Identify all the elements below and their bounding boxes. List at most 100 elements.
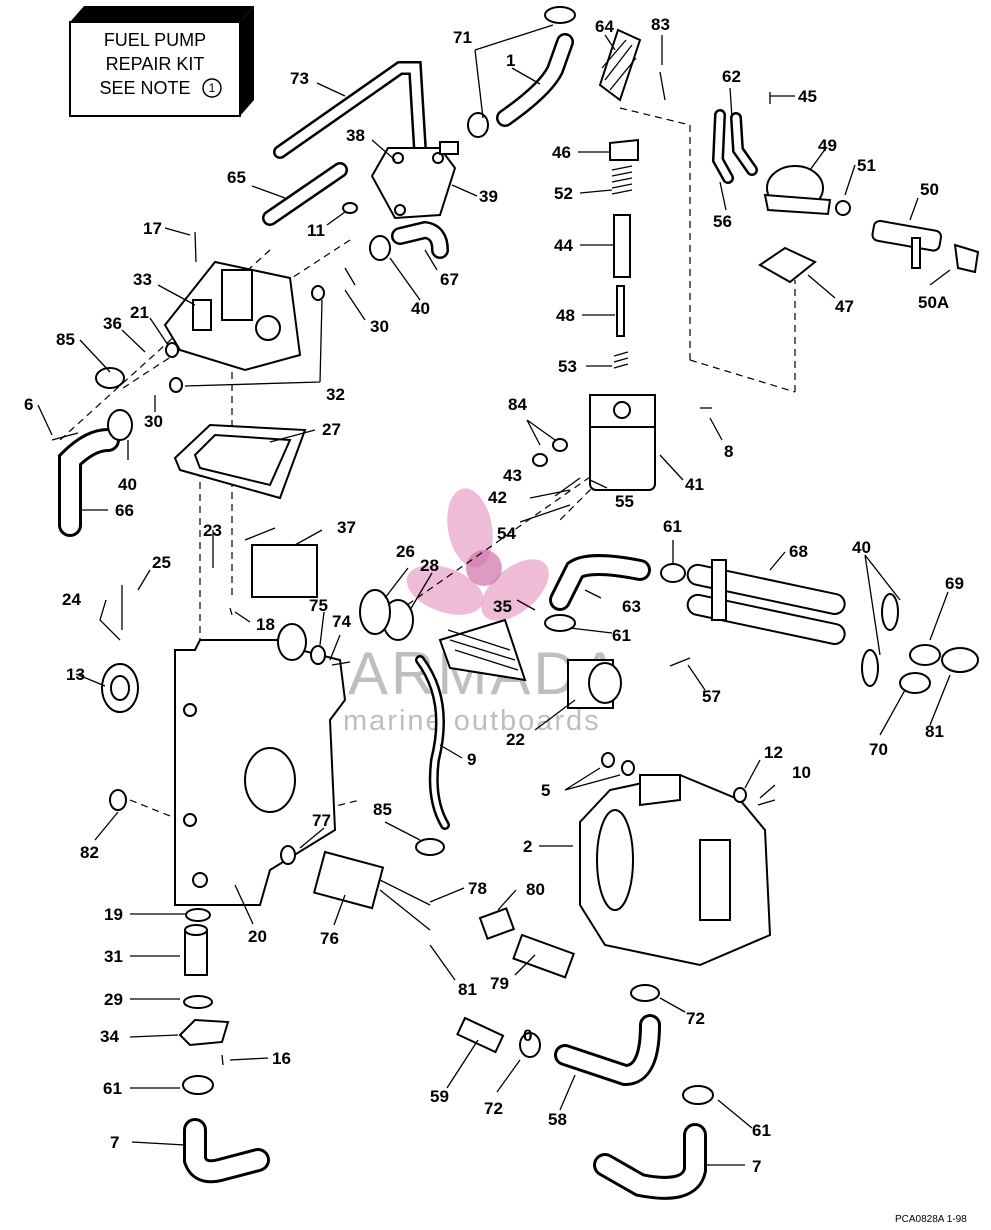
pump-cover-13 xyxy=(101,663,139,713)
callout-79: 79 xyxy=(490,974,509,993)
callout-76: 76 xyxy=(320,929,339,948)
callout-61-left: 61 xyxy=(103,1079,122,1098)
callout-81-lower: 81 xyxy=(458,980,477,999)
callout-30-lower: 30 xyxy=(144,412,163,431)
callout-23: 23 xyxy=(203,521,222,540)
callout-18: 18 xyxy=(256,615,275,634)
callout-28: 28 xyxy=(420,556,439,575)
fuel-pump-39 xyxy=(370,141,459,220)
callout-84: 84 xyxy=(508,395,527,414)
callout-1: 1 xyxy=(506,51,515,70)
fuel-pressure-plug-64 xyxy=(598,28,642,102)
callout-68: 68 xyxy=(789,542,808,561)
hose-73 xyxy=(273,61,427,159)
callout-34: 34 xyxy=(100,1027,119,1046)
callout-54: 54 xyxy=(497,524,516,543)
connector-79 xyxy=(512,933,575,979)
callout-73: 73 xyxy=(290,69,309,88)
callout-40-right: 40 xyxy=(852,538,871,557)
note-line-1: FUEL PUMP xyxy=(104,30,206,50)
hose-67 xyxy=(391,220,449,259)
callout-35: 35 xyxy=(493,597,512,616)
callout-30-upper: 30 xyxy=(370,317,389,336)
callout-67: 67 xyxy=(440,270,459,289)
fuel-cooler-68 xyxy=(686,559,846,645)
hose-7-right xyxy=(593,1123,707,1200)
callout-47: 47 xyxy=(835,297,854,316)
cover-47 xyxy=(758,246,817,284)
callout-52: 52 xyxy=(554,184,573,203)
callout-33: 33 xyxy=(133,270,152,289)
callout-37: 37 xyxy=(337,518,356,537)
gasket-27 xyxy=(173,423,307,500)
callout-64: 64 xyxy=(595,17,614,36)
callout-80: 80 xyxy=(526,880,545,899)
callout-78: 78 xyxy=(468,879,487,898)
callout-2: 2 xyxy=(523,837,532,856)
note-ref-number: 1 xyxy=(209,81,216,95)
callout-70: 70 xyxy=(869,740,888,759)
callout-13: 13 xyxy=(66,665,85,684)
propeller-icon xyxy=(406,488,549,621)
callout-0: 0 xyxy=(523,1026,532,1045)
callout-77: 77 xyxy=(312,811,331,830)
callout-63: 63 xyxy=(622,597,641,616)
fuel-pressure-regulator-49 xyxy=(763,165,832,216)
callout-49: 49 xyxy=(818,136,837,155)
callout-24: 24 xyxy=(62,590,81,609)
callout-83: 83 xyxy=(651,15,670,34)
callout-50: 50 xyxy=(920,180,939,199)
callout-85-upper: 85 xyxy=(56,330,75,349)
callout-43: 43 xyxy=(503,466,522,485)
callout-74: 74 xyxy=(332,612,351,631)
callout-41: 41 xyxy=(685,475,704,494)
callout-8: 8 xyxy=(724,442,733,461)
callout-40-upper: 40 xyxy=(411,299,430,318)
callout-17: 17 xyxy=(143,219,162,238)
callout-61-cooler: 61 xyxy=(663,517,682,536)
callout-12: 12 xyxy=(764,743,783,762)
callout-72-upper: 72 xyxy=(686,1009,705,1028)
callout-7-right: 7 xyxy=(752,1157,761,1176)
hose-1 xyxy=(496,33,574,127)
callout-38: 38 xyxy=(346,126,365,145)
callout-65: 65 xyxy=(227,168,246,187)
watermark-tagline: marine outboards xyxy=(343,705,601,737)
callout-42: 42 xyxy=(488,488,507,507)
fuel-pump-repair-kit-note: FUEL PUMP REPAIR KIT SEE NOTE 1 xyxy=(69,6,254,117)
callout-45: 45 xyxy=(798,87,817,106)
fitting-59 xyxy=(456,1016,505,1054)
float-37 xyxy=(244,527,318,598)
callout-53: 53 xyxy=(558,357,577,376)
callout-50a: 50A xyxy=(918,293,949,312)
vapor-sep-canister-41 xyxy=(589,394,656,491)
hose-58 xyxy=(554,1014,661,1087)
callout-59: 59 xyxy=(430,1087,449,1106)
callout-40-left: 40 xyxy=(118,475,137,494)
callout-25: 25 xyxy=(152,553,171,572)
callout-29: 29 xyxy=(104,990,123,1009)
fitting-50a xyxy=(953,243,980,274)
hoses xyxy=(58,33,758,1200)
callout-72-lower: 72 xyxy=(484,1099,503,1118)
fuel-filter-35 xyxy=(438,618,527,682)
callout-69: 69 xyxy=(945,574,964,593)
callout-19: 19 xyxy=(104,905,123,924)
drawing-code: PCA0828A 1-98 xyxy=(895,1214,967,1225)
callout-9: 9 xyxy=(467,750,476,769)
callout-6: 6 xyxy=(24,395,33,414)
callout-82: 82 xyxy=(80,843,99,862)
hose-7-left xyxy=(183,1118,270,1184)
note-ref-circle xyxy=(202,78,222,98)
callout-5: 5 xyxy=(541,781,550,800)
flange-34 xyxy=(178,1018,230,1047)
callout-31: 31 xyxy=(104,947,123,966)
callout-44: 44 xyxy=(554,236,573,255)
callout-66: 66 xyxy=(115,501,134,520)
note-line-3: SEE NOTE xyxy=(99,78,190,98)
hose-clamps xyxy=(95,6,714,1105)
callout-55: 55 xyxy=(615,492,634,511)
callout-22: 22 xyxy=(506,730,525,749)
callout-21: 21 xyxy=(130,303,149,322)
